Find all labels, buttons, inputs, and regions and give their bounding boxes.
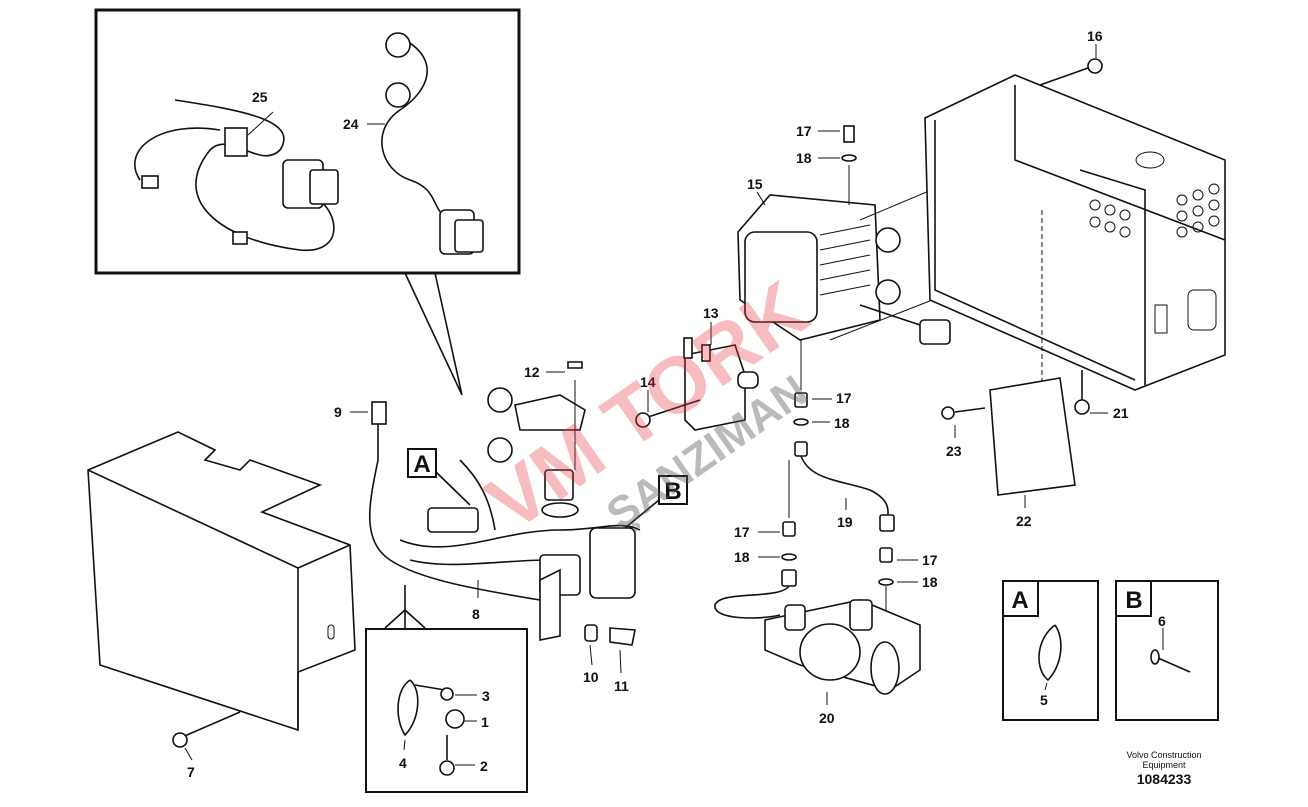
mounting-frame: 16 21 xyxy=(924,28,1226,421)
callout-20: 20 xyxy=(819,710,835,726)
callout-18: 18 xyxy=(734,549,750,565)
callout-17: 17 xyxy=(734,524,750,540)
pump-assembly: 20 xyxy=(714,585,921,726)
callout-11: 11 xyxy=(614,678,629,694)
callout-8: 8 xyxy=(472,606,480,622)
bolt-icon xyxy=(172,732,188,748)
callout-18: 18 xyxy=(796,150,812,166)
harness-detail-inset: 25 24 xyxy=(94,8,521,396)
callout-18: 18 xyxy=(922,574,938,590)
callout-23: 23 xyxy=(946,443,962,459)
callout-14: 14 xyxy=(640,374,656,390)
svg-text:B: B xyxy=(664,478,681,505)
detail-a-box: A 5 xyxy=(1002,580,1099,721)
svg-text:B: B xyxy=(1125,587,1142,614)
solenoid-valve: 13 14 xyxy=(635,305,759,431)
callout-6: 6 xyxy=(1158,613,1166,629)
callout-7: 7 xyxy=(187,764,195,780)
callout-13: 13 xyxy=(703,305,719,321)
vent-holes xyxy=(1089,183,1220,238)
callout-24: 24 xyxy=(343,116,359,132)
hose-assembly: 17 18 19 17 18 17 18 xyxy=(734,340,938,610)
drawing-footer: Volvo Construction Equipment 1084233 xyxy=(1126,750,1201,787)
callout-25: 25 xyxy=(252,89,268,105)
callout-10: 10 xyxy=(583,669,599,685)
callout-2: 2 xyxy=(480,758,488,774)
maker-line-2: Equipment xyxy=(1142,760,1186,770)
callout-17: 17 xyxy=(836,390,852,406)
drawing-number: 1084233 xyxy=(1137,771,1192,787)
callout-12: 12 xyxy=(524,364,540,380)
grommet-icon xyxy=(385,32,411,58)
callout-15: 15 xyxy=(747,176,763,192)
callout-18: 18 xyxy=(834,415,850,431)
callout-17: 17 xyxy=(796,123,812,139)
callout-22: 22 xyxy=(1016,513,1032,529)
detail-ref-b[interactable]: B xyxy=(624,475,688,529)
main-harness: 9 12 8 10 11 xyxy=(334,361,641,694)
cover-panel: 7 xyxy=(87,431,356,780)
detail-ref-a[interactable]: A xyxy=(407,448,471,506)
connector-icon xyxy=(427,507,479,533)
callout-9: 9 xyxy=(334,404,342,420)
callout-1: 1 xyxy=(481,714,489,730)
control-unit: 15 17 18 xyxy=(737,123,1061,345)
callout-5: 5 xyxy=(1040,692,1048,708)
connector-b-icon xyxy=(589,527,636,599)
detail-b-box: B 6 xyxy=(1115,580,1219,721)
callout-21: 21 xyxy=(1113,405,1129,421)
connector-icon xyxy=(224,127,248,157)
callout-3: 3 xyxy=(482,688,490,704)
fitting-icon xyxy=(371,401,387,425)
callout-19: 19 xyxy=(837,514,853,530)
callout-17: 17 xyxy=(922,552,938,568)
grommet-plate-icon xyxy=(514,394,586,431)
svg-text:A: A xyxy=(1011,587,1028,614)
gasket-plate: 23 22 xyxy=(941,377,1076,529)
clamp-detail-inset: 3 1 4 2 xyxy=(365,628,528,793)
svg-text:A: A xyxy=(413,451,430,478)
callout-16: 16 xyxy=(1087,28,1103,44)
callout-4: 4 xyxy=(399,755,407,771)
maker-line-1: Volvo Construction xyxy=(1126,750,1201,760)
